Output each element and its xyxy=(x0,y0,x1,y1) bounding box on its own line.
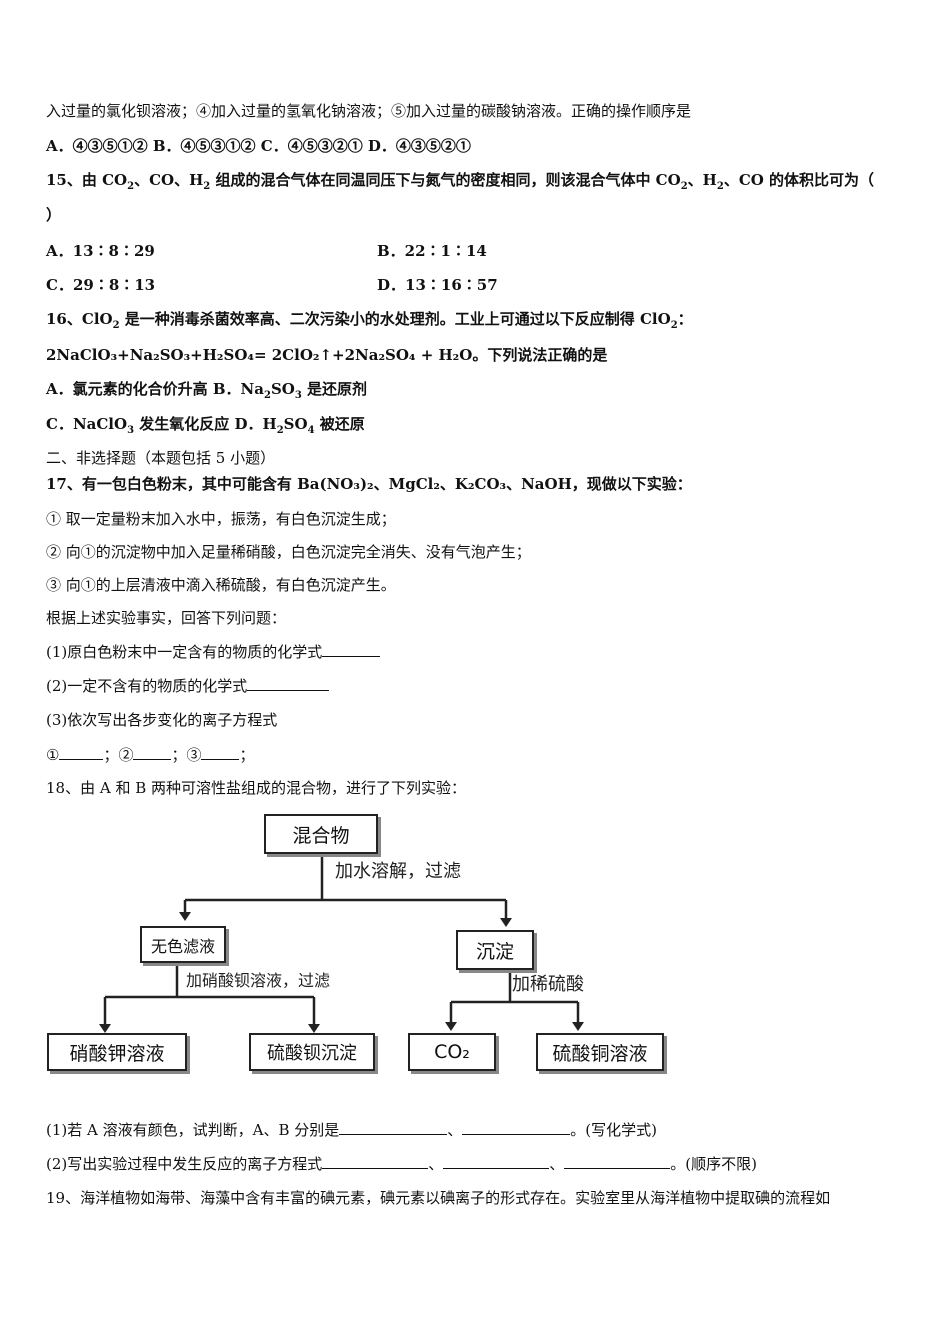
line-1: 入过量的氯化钡溶液；④加入过量的氢氧化钠溶液；⑤加入过量的碳酸钠溶液。正确的操作… xyxy=(46,102,692,120)
step-dissolve-filter-label: 加水溶解，过滤 xyxy=(335,861,461,882)
q17-part-3: (3)依次写出各步变化的离子方程式 xyxy=(46,711,278,729)
q15-stem-end: ） xyxy=(46,206,62,224)
q18-part-2: (2)写出实验过程中发生反应的离子方程式、、。(顺序不限) xyxy=(46,1155,757,1173)
precipitate-box: 沉淀 xyxy=(456,930,534,970)
q15-stem: 15、由 CO2、CO、H2 组成的混合气体在同温同压下与氮气的密度相同，则该混… xyxy=(46,171,875,192)
q19-stem: 19、海洋植物如海带、海藻中含有丰富的碘元素，碘元素以碘离子的形式存在。实验室里… xyxy=(46,1189,831,1207)
q18-part-1: (1)若 A 溶液有颜色，试判断，A、B 分别是、。(写化学式) xyxy=(46,1121,657,1139)
q15-option-b: B．22∶1∶14 xyxy=(377,242,487,260)
q17-step-2: ② 向①的沉淀物中加入足量稀硝酸，白色沉淀完全消失、没有气泡产生； xyxy=(46,543,531,561)
q17-stem: 17、有一包白色粉末，其中可能含有 Ba(NO₃)₂、MgCl₂、K₂CO₃、N… xyxy=(46,475,692,493)
mixture-box: 混合物 xyxy=(264,814,378,854)
q16-equation: 2NaClO₃+Na₂SO₃+H₂SO₄= 2ClO₂↑+2Na₂SO₄ + H… xyxy=(46,346,608,364)
barium-sulfate-precipitate-box: 硫酸钡沉淀 xyxy=(249,1033,375,1071)
q18-stem: 18、由 A 和 B 两种可溶性盐组成的混合物，进行了下列实验： xyxy=(46,779,467,797)
q15-option-c: C．29∶8∶13 xyxy=(46,276,156,294)
co2-box: CO₂ xyxy=(408,1033,496,1071)
q17-step-3: ③ 向①的上层清液中滴入稀硫酸，有白色沉淀产生。 xyxy=(46,576,396,594)
q15-option-a: A．13∶8∶29 xyxy=(46,242,155,260)
section-2-heading: 二、非选择题（本题包括 5 小题） xyxy=(46,449,276,467)
q16-stem: 16、ClO2 是一种消毒杀菌效率高、二次污染小的水处理剂。工业上可通过以下反应… xyxy=(46,310,693,331)
q17-prompt: 根据上述实验事实，回答下列问题： xyxy=(46,609,287,627)
copper-sulfate-solution-box: 硫酸铜溶液 xyxy=(536,1033,664,1071)
q16-options-ab: A．氯元素的化合价升高 B．Na2SO3 是还原剂 xyxy=(46,380,368,401)
step-add-sulfuric-acid-label: 加稀硫酸 xyxy=(512,974,584,995)
q17-part-1: (1)原白色粉末中一定含有的物质的化学式 xyxy=(46,642,910,662)
q17-step-1: ① 取一定量粉末加入水中，振荡，有白色沉淀生成； xyxy=(46,510,396,528)
step-add-barium-nitrate-label: 加硝酸钡溶液，过滤 xyxy=(186,971,331,990)
potassium-nitrate-solution-box: 硝酸钾溶液 xyxy=(47,1033,187,1071)
q14-options: A．④③⑤①② B．④⑤③①② C．④⑤③②① D．④③⑤②① xyxy=(46,137,471,155)
q15-option-d: D．13∶16∶57 xyxy=(377,276,498,294)
q16-options-cd: C．NaClO3 发生氧化反应 D．H2SO4 被还原 xyxy=(46,415,365,436)
q17-part-2: (2)一定不含有的物质的化学式 xyxy=(46,676,910,696)
colorless-filtrate-box: 无色滤液 xyxy=(140,926,226,963)
q17-part-3-blanks: ①；②；③； xyxy=(46,746,255,764)
